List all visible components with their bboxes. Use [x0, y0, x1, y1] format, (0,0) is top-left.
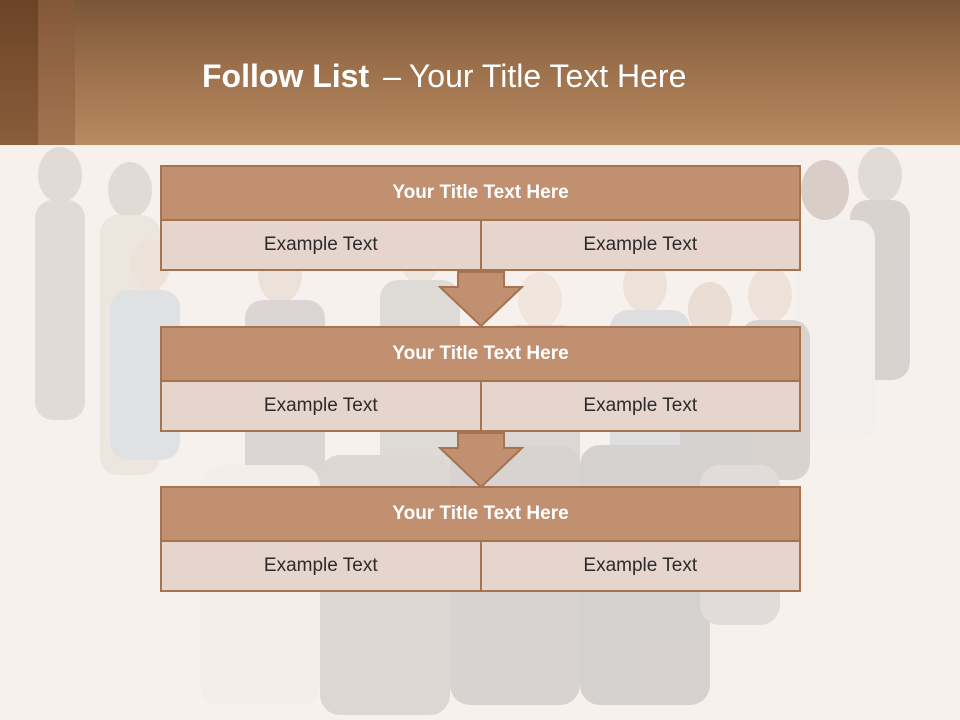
header-accent-dark	[0, 0, 38, 145]
list-block-3: Your Title Text Here Example Text Exampl…	[160, 486, 801, 592]
block-row: Example Text Example Text	[160, 382, 801, 432]
block-cell-left[interactable]: Example Text	[160, 221, 482, 271]
block-cell-left[interactable]: Example Text	[160, 382, 482, 432]
down-arrow-icon	[438, 271, 524, 327]
header-band	[0, 0, 960, 145]
block-title[interactable]: Your Title Text Here	[160, 326, 801, 382]
slide-title: Follow List–Your Title Text Here	[202, 54, 686, 98]
block-row: Example Text Example Text	[160, 221, 801, 271]
slide-title-dash: –	[383, 58, 401, 94]
block-cell-right[interactable]: Example Text	[481, 542, 801, 592]
list-block-1: Your Title Text Here Example Text Exampl…	[160, 165, 801, 271]
block-row: Example Text Example Text	[160, 542, 801, 592]
list-block-2: Your Title Text Here Example Text Exampl…	[160, 326, 801, 432]
down-arrow-icon	[438, 432, 524, 488]
block-title[interactable]: Your Title Text Here	[160, 165, 801, 221]
block-cell-right[interactable]: Example Text	[481, 382, 801, 432]
slide-title-bold: Follow List	[202, 58, 370, 94]
block-title[interactable]: Your Title Text Here	[160, 486, 801, 542]
slide-title-rest: Your Title Text Here	[408, 58, 687, 94]
header-accent-mid	[38, 0, 75, 145]
block-cell-left[interactable]: Example Text	[160, 542, 482, 592]
block-cell-right[interactable]: Example Text	[481, 221, 801, 271]
